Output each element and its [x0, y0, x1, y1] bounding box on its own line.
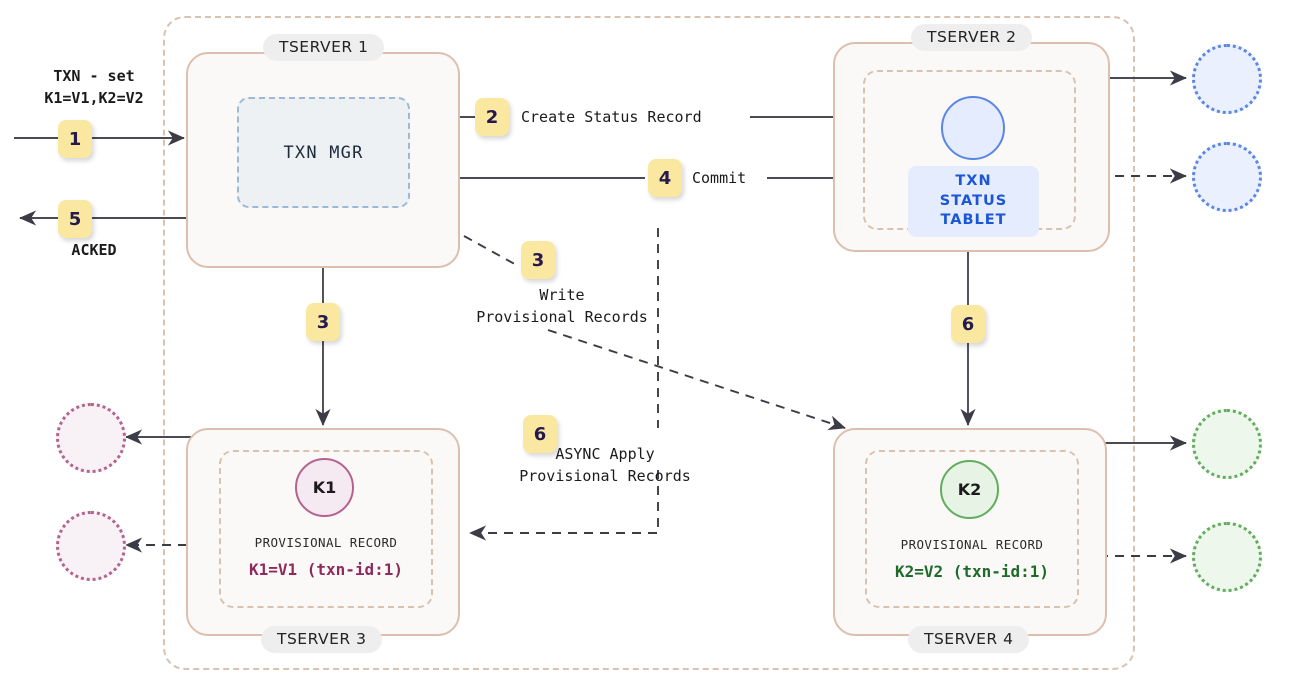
replica-circle-status-2[interactable] [1192, 142, 1262, 212]
step-3-label-line1: Write [539, 286, 585, 304]
tserver-3-record-container [219, 450, 433, 608]
replica-circle-k1-2[interactable] [56, 511, 126, 581]
step-badge-6-vertical[interactable]: 6 [951, 305, 985, 343]
step-badge-4-number: 4 [658, 167, 672, 189]
step-badge-6-async[interactable]: 6 [523, 415, 557, 453]
txn-manager-label: TXN MGR [283, 142, 364, 163]
step-badge-3-vertical-number: 3 [316, 311, 330, 333]
step-badge-3-vertical[interactable]: 3 [306, 303, 340, 341]
txn-status-tablet-circle[interactable] [941, 96, 1005, 160]
step-badge-3-diagonal[interactable]: 3 [521, 241, 555, 279]
tserver-4-label: TSERVER 4 [908, 626, 1030, 653]
key-k1-circle[interactable]: K1 [295, 458, 354, 517]
client-request-line2: K1=V1,K2=V2 [44, 89, 144, 107]
step-badge-6-vertical-number: 6 [961, 313, 975, 335]
tserver-4-record-value: K2=V2 (txn-id:1) [894, 562, 1050, 581]
tserver-3-record-title: PROVISIONAL RECORD [254, 535, 398, 550]
txn-manager-box[interactable]: TXN MGR [237, 97, 410, 208]
step-6-label-line2: Provisional Records [519, 467, 691, 485]
step-badge-6-async-number: 6 [533, 423, 547, 445]
replica-circle-k2-2[interactable] [1192, 522, 1262, 592]
client-request-line1: TXN - set [53, 67, 135, 85]
key-k1-label: K1 [312, 478, 337, 497]
replica-circle-k2-1[interactable] [1192, 409, 1262, 479]
txn-status-tablet-line2: TABLET [940, 212, 1007, 229]
acked-label: ACKED [71, 241, 117, 259]
tserver-2-label: TSERVER 2 [911, 24, 1033, 51]
step-badge-3-diagonal-number: 3 [531, 249, 545, 271]
tserver-4-record-container [865, 450, 1079, 608]
cluster-boundary [163, 16, 1135, 670]
step-3-label-line2: Provisional Records [476, 308, 648, 326]
step-badge-1[interactable]: 1 [58, 120, 92, 158]
step-badge-4[interactable]: 4 [648, 159, 682, 197]
step-badge-2[interactable]: 2 [475, 98, 509, 136]
key-k2-label: K2 [957, 480, 982, 499]
step-6-label-line1: ASYNC Apply [555, 445, 655, 463]
txn-status-tablet-line1: TXN STATUS [939, 173, 1008, 209]
tserver-4-record-title: PROVISIONAL RECORD [900, 537, 1044, 552]
tserver-3-record-value: K1=V1 (txn-id:1) [248, 560, 404, 579]
step-badge-5[interactable]: 5 [58, 200, 92, 238]
replica-circle-k1-1[interactable] [56, 403, 126, 473]
step-2-label: Create Status Record [521, 108, 702, 126]
step-badge-2-number: 2 [485, 106, 499, 128]
key-k2-circle[interactable]: K2 [940, 460, 999, 519]
tserver-1-label: TSERVER 1 [263, 34, 385, 61]
step-badge-1-number: 1 [68, 128, 82, 150]
step-badge-5-number: 5 [68, 208, 82, 230]
txn-status-tablet-pill: TXN STATUS TABLET [908, 166, 1039, 237]
tserver-3-label: TSERVER 3 [261, 626, 383, 653]
step-4-label: Commit [692, 169, 747, 187]
replica-circle-status-1[interactable] [1192, 44, 1262, 114]
